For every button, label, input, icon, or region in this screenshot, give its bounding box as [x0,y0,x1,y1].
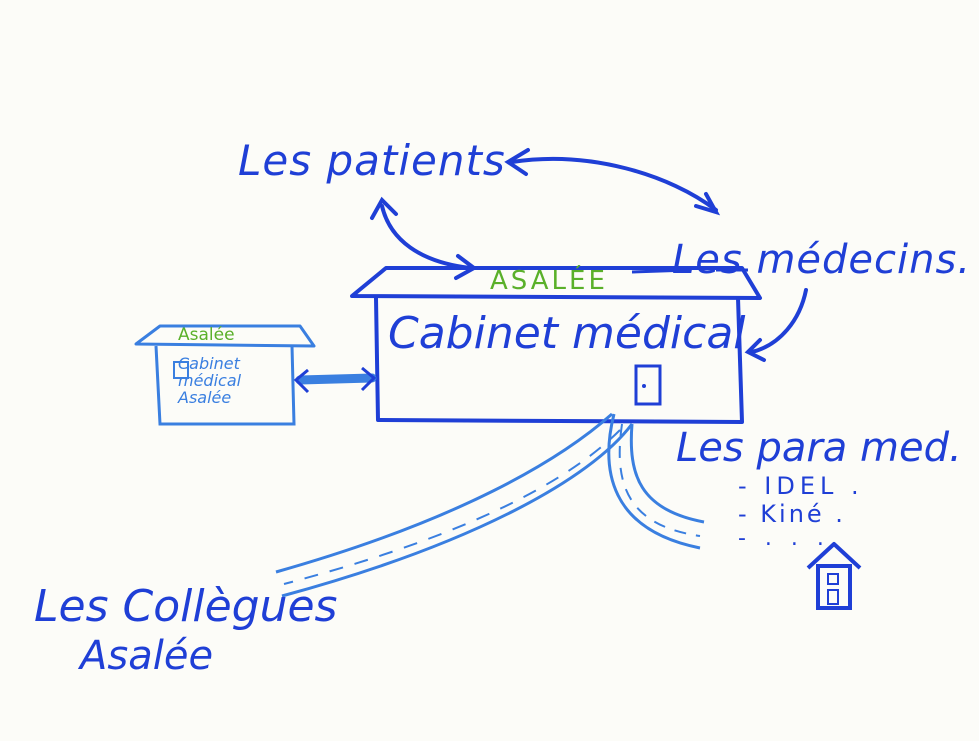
main-building-body [374,297,744,424]
label-kine: - Kiné . [738,500,846,528]
label-patients: Les patients [238,136,506,185]
door-icon [634,364,662,406]
label-small-cabinet: Cabinet médical Asalée [178,354,242,407]
label-collegues-line2: Asalée [80,633,214,679]
road-to-paramed [607,413,701,550]
small-building-body [154,345,296,426]
label-others: - . . . [738,526,830,551]
arrow-patients-medecins [510,157,718,212]
label-asalee-small: Asalée [178,325,235,345]
label-medecins: Les médecins. [672,237,972,283]
arrow-patients-cabinet [380,204,472,270]
arrow-medecins-cabinet [750,288,808,354]
label-asalee-main: ASALÉE [490,266,608,296]
connector-arrow [295,373,377,385]
label-idel: - IDEL . [738,472,864,500]
label-paramedicaux: Les para med. [676,425,962,471]
label-cabinet-medical: Cabinet médical [388,308,746,359]
house-icon [806,542,862,610]
road-to-collegues [275,412,613,574]
label-collegues-line1: Les Collègues [34,581,338,632]
main-building-roof [350,266,762,300]
small-building-roof [134,324,316,348]
